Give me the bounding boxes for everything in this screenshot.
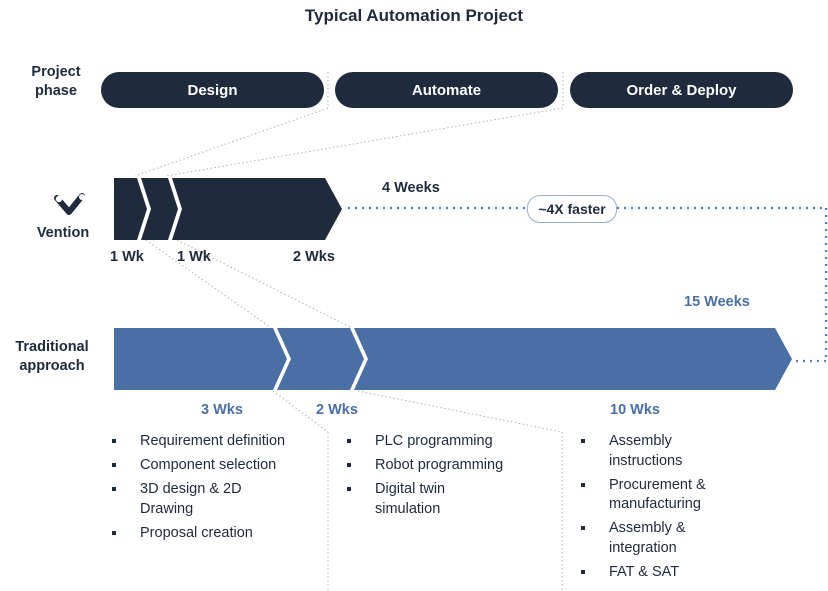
list-item: Component selection bbox=[112, 456, 302, 476]
vention-logo-icon bbox=[54, 193, 85, 215]
traditional-bar bbox=[114, 328, 792, 390]
project-phase-label: Project phase bbox=[31, 64, 81, 99]
list-item: 3D design & 2D Drawing bbox=[112, 480, 270, 519]
list-item: FAT & SAT bbox=[581, 563, 731, 583]
vention-bar bbox=[114, 178, 342, 240]
vention-duration-deploy: 2 Wks bbox=[293, 249, 335, 265]
bullet-icon bbox=[347, 487, 351, 491]
phase-design: Design bbox=[101, 72, 324, 108]
list-item: Assembly & integration bbox=[581, 519, 709, 558]
traditional-label: Traditional approach bbox=[15, 339, 89, 374]
list-item: Robot programming bbox=[347, 456, 547, 476]
traditional-segment-design bbox=[114, 328, 287, 390]
bullet-icon bbox=[112, 530, 116, 535]
deploy-task-list: Assembly instructions Procurement & manu… bbox=[581, 432, 731, 587]
list-item: Procurement & manufacturing bbox=[581, 476, 731, 515]
bullet-icon bbox=[581, 569, 585, 574]
bullet-icon bbox=[347, 463, 351, 467]
list-item: Proposal creation bbox=[112, 524, 302, 544]
vention-label: Vention bbox=[36, 225, 90, 241]
vention-segment-design bbox=[114, 178, 147, 240]
bullet-icon bbox=[581, 526, 585, 530]
list-item: Assembly instructions bbox=[581, 432, 731, 471]
comparison-line bbox=[348, 206, 828, 363]
traditional-duration-automate: 2 Wks bbox=[316, 402, 358, 418]
bullet-icon bbox=[581, 439, 585, 443]
design-task-list: Requirement definition Component selecti… bbox=[112, 432, 302, 548]
phase-automate: Automate bbox=[335, 72, 558, 108]
traditional-segment-deploy bbox=[354, 328, 792, 390]
vention-total: 4 Weeks bbox=[382, 180, 440, 196]
traditional-duration-deploy: 10 Wks bbox=[610, 402, 660, 418]
speed-comparison-badge: ~4X faster bbox=[527, 195, 617, 223]
traditional-total: 15 Weeks bbox=[684, 294, 750, 310]
phase-order-deploy: Order & Deploy bbox=[570, 72, 793, 108]
list-item: Digital twin simulation bbox=[347, 480, 485, 519]
traditional-segment-automate bbox=[277, 328, 364, 390]
automate-task-list: PLC programming Robot programming Digita… bbox=[347, 432, 547, 524]
list-item: PLC programming bbox=[347, 432, 547, 452]
bullet-icon bbox=[347, 439, 351, 443]
bullet-icon bbox=[112, 463, 116, 467]
bullet-icon bbox=[581, 482, 585, 487]
list-item: Requirement definition bbox=[112, 432, 302, 452]
vention-duration-automate: 1 Wk bbox=[177, 249, 211, 265]
phase-connectors bbox=[134, 72, 564, 591]
vention-duration-design: 1 Wk bbox=[110, 249, 144, 265]
bullet-icon bbox=[112, 439, 116, 443]
bullet-icon bbox=[112, 487, 116, 491]
vention-segment-automate bbox=[141, 178, 178, 240]
vention-segment-deploy bbox=[172, 178, 342, 240]
diagram-title: Typical Automation Project bbox=[304, 6, 524, 25]
traditional-duration-design: 3 Wks bbox=[201, 402, 243, 418]
